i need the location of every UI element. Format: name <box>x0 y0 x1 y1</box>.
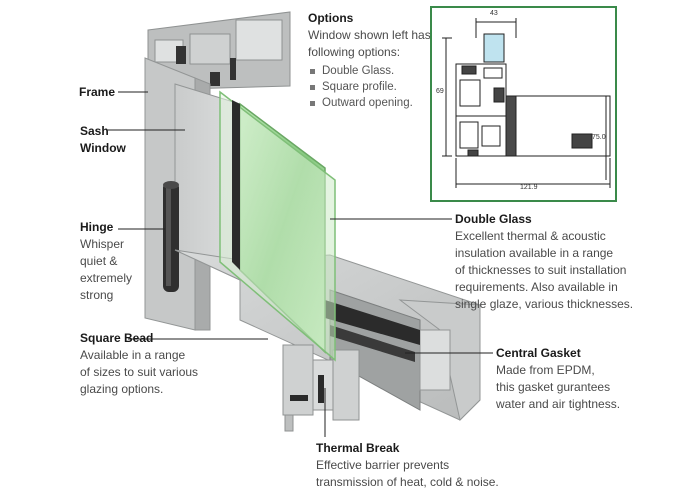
thermal-break-desc: transmission of heat, cold & noise. <box>316 475 499 489</box>
options-list: Double Glass. Square profile. Outward op… <box>308 63 438 111</box>
glass-pane-outer <box>219 90 336 362</box>
square-bead-label: Square Bead Available in a range of size… <box>80 330 230 398</box>
double-glass-title: Double Glass <box>455 212 532 226</box>
option-item: Square profile. <box>308 79 438 95</box>
sash-title-line2: Window <box>80 141 126 155</box>
frame-title: Frame <box>79 85 116 99</box>
hinge-desc: extremely <box>80 271 133 285</box>
option-item: Outward opening. <box>308 95 438 111</box>
central-gasket-title: Central Gasket <box>496 346 581 360</box>
hinge-part <box>163 181 179 292</box>
double-glass-desc: insulation available in a range <box>455 246 614 260</box>
top-profile-sections <box>147 11 291 91</box>
central-gasket-label: Central Gasket Made from EPDM, this gask… <box>496 345 656 413</box>
dimension-right: 75.0 <box>592 134 606 141</box>
sash-window-label: Sash Window <box>80 123 126 157</box>
sash-title-line1: Sash <box>80 124 109 138</box>
frame-label: Frame <box>79 84 115 101</box>
square-bead-desc: of sizes to suit various <box>80 365 199 379</box>
dimension-left: 69 <box>436 88 444 95</box>
technical-drawing-box: 43 69 75.0 121.9 <box>430 6 617 202</box>
dimension-top: 43 <box>490 10 498 17</box>
hinge-desc: Whisper <box>80 237 125 251</box>
options-panel: Options Window shown left has following … <box>308 10 438 111</box>
double-glass-label: Double Glass Excellent thermal & acousti… <box>455 211 655 313</box>
leader-lines <box>108 91 493 437</box>
double-glass-desc: of thicknesses to suit installation <box>455 263 627 277</box>
double-glass-desc: Excellent thermal & acoustic <box>455 229 606 243</box>
thermal-break-label: Thermal Break Effective barrier prevents… <box>316 440 536 491</box>
square-bead-desc: Available in a range <box>80 348 186 362</box>
hinge-label: Hinge Whisper quiet & extremely strong <box>80 219 132 304</box>
bottom-profile-sections <box>282 344 360 432</box>
thermal-break-title: Thermal Break <box>316 441 400 455</box>
hinge-desc: quiet & <box>80 254 118 268</box>
central-gasket-desc: this gasket gurantees <box>496 380 611 394</box>
central-gasket-desc: Made from EPDM, <box>496 363 595 377</box>
option-item: Double Glass. <box>308 63 438 79</box>
thermal-break-desc: Effective barrier prevents <box>316 458 450 472</box>
square-bead-title: Square Bead <box>80 331 154 345</box>
profile-cross-section-drawing <box>442 18 611 188</box>
options-title: Options <box>308 11 354 25</box>
dimension-bottom: 121.9 <box>520 184 538 191</box>
central-gasket-desc: water and air tightness. <box>496 397 621 411</box>
options-intro: Window shown left has following options: <box>308 28 431 59</box>
square-bead-desc: glazing options. <box>80 382 164 396</box>
double-glass-desc: requirements. Also available in <box>455 280 618 294</box>
hinge-desc: strong <box>80 288 114 302</box>
hinge-title: Hinge <box>80 220 114 234</box>
double-glass-desc: single glaze, various thicknesses. <box>455 297 634 311</box>
gasket-rails <box>325 300 420 345</box>
